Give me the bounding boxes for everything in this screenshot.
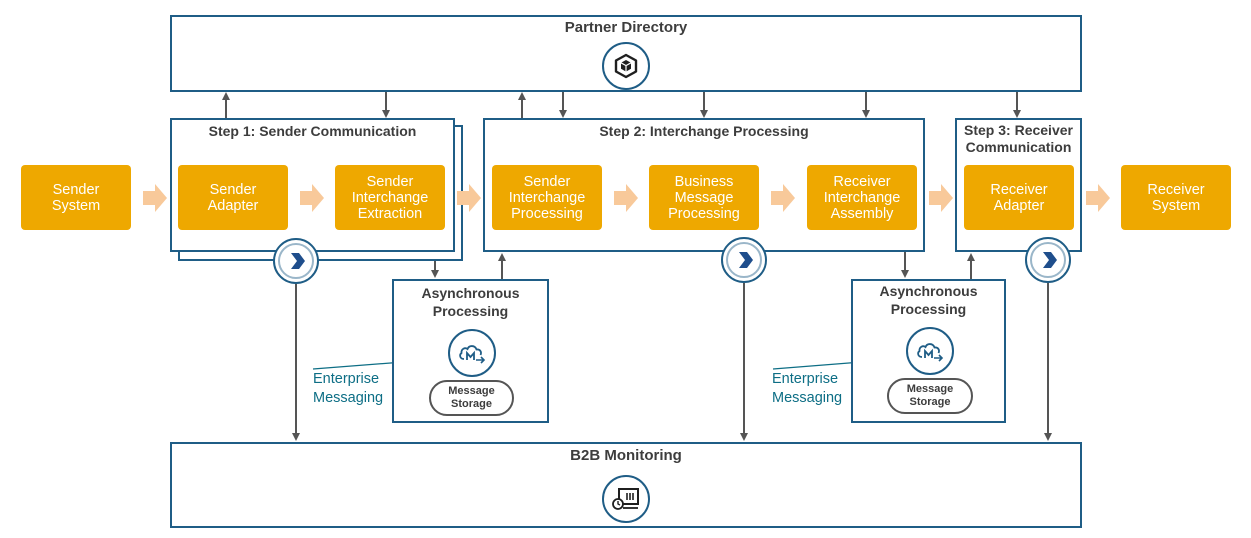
step2-chevron-icon (721, 237, 767, 283)
b2b-monitoring-title: B2B Monitoring (570, 447, 682, 464)
flow-arrow-3 (457, 184, 481, 212)
sender-system-label: Sender System (51, 181, 101, 214)
flow-arrow-7 (1086, 184, 1110, 212)
flow-arrow-1 (143, 184, 167, 212)
receiver-adapter-box: Receiver Adapter (964, 165, 1074, 230)
receiver-interchange-assembly-label: Receiver Interchange Assembly (823, 173, 901, 222)
sender-adapter-box: Sender Adapter (178, 165, 288, 230)
flow-arrow-2 (300, 184, 324, 212)
step2-title: Step 2: Interchange Processing (599, 123, 809, 139)
sender-interchange-processing-label: Sender Interchange Processing (508, 173, 586, 222)
receiver-system-label: Receiver System (1147, 181, 1205, 214)
flow-arrow-5 (771, 184, 795, 212)
cloud-messaging-icon (906, 327, 954, 375)
receiver-adapter-label: Receiver Adapter (990, 181, 1048, 214)
message-storage-left: Message Storage (429, 380, 514, 416)
async-processing-left-frame: Asynchronous Processing Message Storage (392, 279, 549, 423)
sender-system-box: Sender System (21, 165, 131, 230)
receiver-system-box: Receiver System (1121, 165, 1231, 230)
b2b-monitoring-frame: B2B Monitoring (170, 442, 1082, 528)
async-right-title: Asynchronous Processing (879, 283, 978, 317)
monitoring-console-icon (602, 475, 650, 523)
sender-interchange-extraction-box: Sender Interchange Extraction (335, 165, 445, 230)
async-left-title: Asynchronous Processing (421, 285, 520, 319)
flow-arrow-6 (929, 184, 953, 212)
business-message-processing-label: Business Message Processing (668, 173, 740, 222)
partner-directory-frame: Partner Directory (170, 15, 1082, 92)
enterprise-messaging-label-right: Enterprise Messaging (772, 371, 843, 406)
business-message-processing-box: Business Message Processing (649, 165, 759, 230)
step1-chevron-icon (273, 238, 319, 284)
sender-interchange-processing-box: Sender Interchange Processing (492, 165, 602, 230)
receiver-interchange-assembly-box: Receiver Interchange Assembly (807, 165, 917, 230)
message-storage-right: Message Storage (887, 378, 973, 414)
async-processing-right-frame: Asynchronous Processing Message Storage (851, 279, 1006, 423)
sender-interchange-extraction-label: Sender Interchange Extraction (351, 173, 429, 222)
step3-chevron-icon (1025, 237, 1071, 283)
flow-arrow-4 (614, 184, 638, 212)
partner-directory-cube-icon (602, 42, 650, 90)
partner-directory-title: Partner Directory (564, 19, 688, 36)
step1-title: Step 1: Sender Communication (208, 123, 417, 139)
sender-adapter-label: Sender Adapter (207, 181, 259, 214)
enterprise-messaging-label-left: Enterprise Messaging (313, 371, 384, 406)
cloud-messaging-icon (448, 329, 496, 377)
step3-title: Step 3: Receiver Communication (964, 122, 1073, 155)
